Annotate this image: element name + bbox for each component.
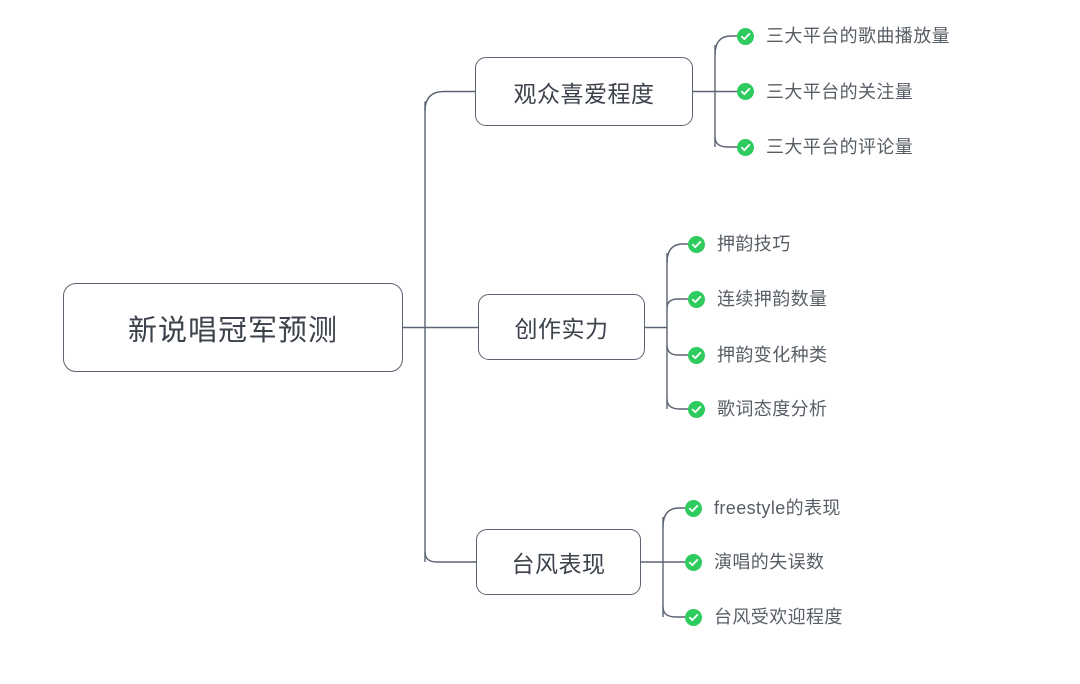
- leaf-item[interactable]: 三大平台的歌曲播放量: [737, 23, 950, 49]
- leaf-item[interactable]: 台风受欢迎程度: [685, 604, 843, 630]
- connector-trunk-branch-1: [424, 90, 475, 112]
- connector-branch-3-leaf-1: [662, 507, 685, 528]
- branch-node-1-label: 观众喜爱程度: [513, 80, 655, 107]
- leaf-item[interactable]: 演唱的失误数: [685, 549, 824, 575]
- leaf-item[interactable]: 歌词态度分析: [688, 396, 827, 422]
- leaf-item[interactable]: freestyle的表现: [685, 495, 841, 521]
- leaf-label: 演唱的失误数: [714, 552, 825, 572]
- check-circle-icon: [688, 400, 705, 418]
- branch-node-2-label: 创作实力: [514, 316, 609, 342]
- branch-node-1[interactable]: 观众喜爱程度: [475, 57, 693, 126]
- leaf-item[interactable]: 押韵变化种类: [688, 342, 827, 368]
- check-circle-icon: [737, 83, 754, 100]
- check-circle-icon: [737, 138, 754, 156]
- leaf-label: 歌词态度分析: [717, 399, 828, 419]
- check-circle-icon: [685, 553, 702, 571]
- leaf-label: 三大平台的关注量: [766, 81, 914, 102]
- leaf-label: 三大平台的评论量: [766, 137, 914, 157]
- root-node-label: 新说唱冠军预测: [127, 314, 338, 347]
- check-circle-icon: [685, 499, 702, 517]
- check-circle-icon: [688, 346, 705, 364]
- leaf-label: 台风受欢迎程度: [714, 607, 843, 627]
- leaf-label: freestyle的表现: [714, 498, 841, 518]
- connector-branch-2-leaf-3: [666, 344, 688, 356]
- check-circle-icon: [688, 290, 705, 308]
- check-circle-icon: [685, 608, 702, 626]
- leaf-item[interactable]: 押韵技巧: [688, 231, 791, 257]
- connector-branch-1-leaf-3: [714, 136, 737, 148]
- branch-node-3-label: 台风表现: [511, 551, 606, 577]
- branch-node-2[interactable]: 创作实力: [478, 294, 645, 360]
- root-node[interactable]: 新说唱冠军预测: [63, 283, 403, 372]
- connector-trunk-branch-3: [424, 551, 476, 563]
- leaf-item[interactable]: 三大平台的关注量: [737, 79, 913, 105]
- check-circle-icon: [688, 235, 705, 253]
- connector-branch-2-leaf-1: [666, 243, 688, 264]
- connector-branch-3-leaf-3: [662, 606, 685, 618]
- connector-branch-2-leaf-2: [666, 298, 688, 309]
- leaf-label: 押韵技巧: [717, 234, 791, 254]
- leaf-label: 连续押韵数量: [717, 289, 828, 309]
- connector-branch-1-leaf-1: [714, 35, 737, 56]
- check-circle-icon: [737, 27, 754, 45]
- connector-branch-2-leaf-4: [666, 398, 688, 410]
- leaf-label: 押韵变化种类: [717, 345, 828, 365]
- leaf-item[interactable]: 三大平台的评论量: [737, 134, 913, 160]
- leaf-item[interactable]: 连续押韵数量: [688, 286, 827, 312]
- branch-node-3[interactable]: 台风表现: [476, 529, 641, 595]
- leaf-label: 三大平台的歌曲播放量: [766, 26, 950, 46]
